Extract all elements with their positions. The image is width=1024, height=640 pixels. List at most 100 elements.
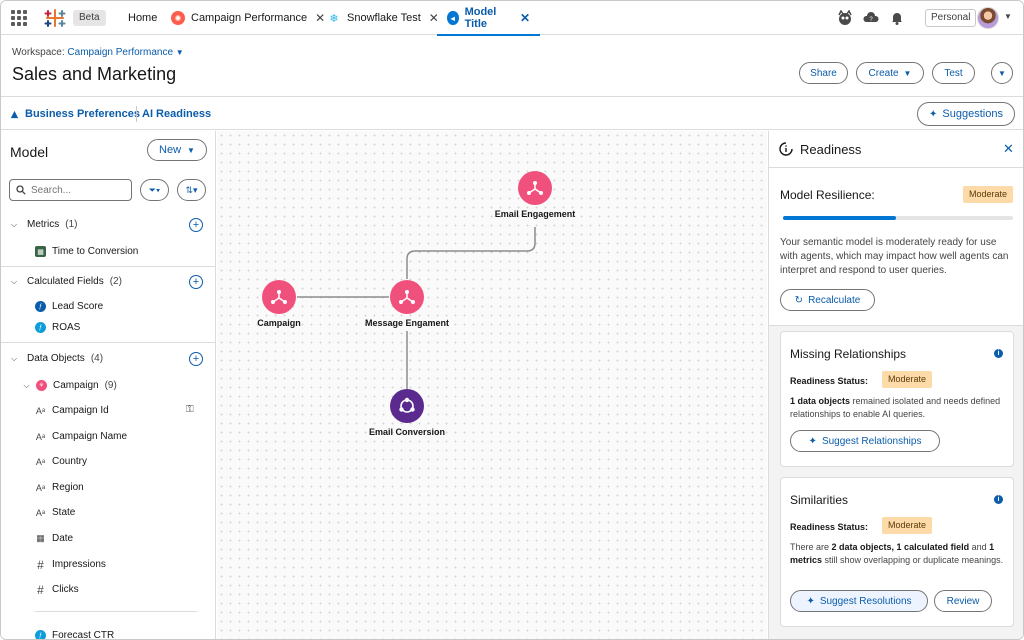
readiness-status-label: Readiness Status: bbox=[790, 522, 869, 532]
status-badge: Moderate bbox=[963, 186, 1014, 203]
share-label: Share bbox=[810, 67, 837, 79]
calculated-field-icon: ƒ bbox=[35, 301, 46, 312]
tab-campaign-performance[interactable]: ✺ Campaign Performance ✕ bbox=[171, 1, 325, 35]
add-data-object-button[interactable]: + bbox=[189, 352, 203, 366]
desc-text: There are bbox=[790, 542, 832, 552]
search-box[interactable] bbox=[9, 179, 132, 201]
item-label: State bbox=[52, 507, 76, 518]
suggestions-label: Suggestions bbox=[942, 108, 1003, 120]
workspace-value[interactable]: Campaign Performance bbox=[67, 47, 174, 58]
model-panel: Model New ▼ ⏷▾ ⇅▾ ⌵ Metrics (1) + ▦ Time… bbox=[1, 131, 216, 639]
node-email-engagement[interactable]: Email Engagement bbox=[485, 171, 585, 219]
notification-bell-icon[interactable] bbox=[889, 10, 905, 26]
chevron-down-icon: ▼ bbox=[903, 68, 912, 78]
data-object-icon bbox=[390, 389, 424, 423]
section-count: (1) bbox=[65, 219, 78, 230]
data-object-campaign[interactable]: ⌵ ⚘ Campaign (9) bbox=[21, 380, 117, 391]
personal-badge[interactable]: Personal bbox=[925, 9, 977, 27]
item-label: Country bbox=[52, 456, 88, 467]
calculated-field-icon: ƒ bbox=[35, 322, 46, 333]
sparkle-icon: ✦ bbox=[929, 108, 938, 120]
workspace-link[interactable]: Campaign Performance ▼ bbox=[67, 47, 183, 58]
desc-bold: 1 metrics bbox=[790, 542, 995, 565]
create-button[interactable]: Create ▼ bbox=[856, 62, 924, 84]
help-cloud-icon[interactable]: ? bbox=[863, 10, 879, 26]
more-actions-button[interactable]: ▼ bbox=[991, 62, 1013, 84]
app-launcher-icon[interactable] bbox=[11, 10, 27, 26]
data-object-icon bbox=[518, 171, 552, 205]
node-campaign[interactable]: Campaign bbox=[239, 280, 319, 328]
user-avatar[interactable] bbox=[977, 7, 999, 29]
search-input[interactable] bbox=[31, 184, 121, 196]
filter-icon: ⏷▾ bbox=[148, 184, 161, 195]
suggest-resolutions-button[interactable]: ✦ Suggest Resolutions bbox=[790, 590, 928, 612]
tab-snowflake-test[interactable]: ❄ Snowflake Test ✕ bbox=[327, 1, 439, 35]
list-item[interactable]: ƒ ROAS bbox=[35, 322, 80, 333]
sort-button[interactable]: ⇅▾ bbox=[177, 179, 206, 201]
close-icon[interactable]: ✕ bbox=[315, 11, 326, 25]
review-button[interactable]: Review bbox=[934, 590, 992, 612]
status-badge: Moderate bbox=[882, 517, 933, 534]
model-canvas[interactable]: Email Engagement Campaign Message Engame… bbox=[217, 131, 767, 639]
item-label: Region bbox=[52, 482, 84, 493]
field-item[interactable]: # Impressions bbox=[35, 558, 106, 572]
tab-model-title[interactable]: ◂ Model Title ✕ bbox=[437, 1, 540, 36]
chevron-down-icon: ▼ bbox=[998, 68, 1006, 78]
readiness-status-label: Readiness Status: bbox=[790, 376, 869, 386]
ai-readiness-label: AI Readiness bbox=[142, 108, 212, 120]
item-label: Impressions bbox=[52, 559, 106, 570]
close-icon[interactable]: ✕ bbox=[1003, 141, 1014, 156]
close-icon[interactable]: ✕ bbox=[428, 11, 439, 25]
page-title: Sales and Marketing bbox=[12, 64, 177, 84]
desc-text: still show overlapping or duplicate mean… bbox=[822, 555, 1004, 565]
button-label: Suggest Resolutions bbox=[819, 595, 912, 607]
relationship-line[interactable] bbox=[406, 227, 536, 279]
filter-button[interactable]: ⏷▾ bbox=[140, 179, 169, 201]
field-item[interactable]: # Clicks bbox=[35, 583, 79, 597]
create-label: Create bbox=[868, 67, 899, 79]
test-button[interactable]: Test bbox=[932, 62, 975, 84]
add-metric-button[interactable]: + bbox=[189, 218, 203, 232]
info-icon[interactable]: i bbox=[994, 349, 1003, 358]
tab-home[interactable]: Home bbox=[128, 1, 157, 35]
node-email-conversion[interactable]: Email Conversion bbox=[357, 389, 457, 437]
button-label: Suggest Relationships bbox=[821, 435, 922, 447]
relationship-lines bbox=[297, 227, 536, 389]
chevron-down-icon[interactable]: ▼ bbox=[1004, 12, 1012, 21]
tableau-logo-icon bbox=[44, 9, 66, 27]
new-button[interactable]: New ▼ bbox=[147, 139, 207, 161]
list-item[interactable]: ▦ Time to Conversion bbox=[35, 246, 138, 257]
suggestions-button[interactable]: ✦ Suggestions bbox=[917, 102, 1015, 126]
suggest-relationships-button[interactable]: ✦ Suggest Relationships bbox=[790, 430, 940, 452]
chevron-down-icon[interactable]: ▼ bbox=[175, 48, 184, 57]
close-icon[interactable]: ✕ bbox=[519, 11, 530, 25]
key-icon[interactable]: ⚿ bbox=[186, 404, 194, 415]
node-label: Email Conversion bbox=[368, 427, 446, 437]
node-message-engament[interactable]: Message Engament bbox=[357, 280, 457, 328]
calculated-fields-section-header[interactable]: ⌵ Calculated Fields (2) bbox=[11, 276, 122, 287]
resilience-description: Your semantic model is moderately ready … bbox=[780, 237, 1009, 276]
data-objects-section-header[interactable]: ⌵ Data Objects (4) bbox=[11, 353, 103, 364]
ai-readiness-link[interactable]: AI Readiness bbox=[142, 108, 211, 120]
field-item[interactable]: ƒ Forecast CTR bbox=[35, 630, 114, 639]
metric-icon: ▦ bbox=[35, 246, 46, 257]
business-preferences-link[interactable]: Business Preferences bbox=[9, 108, 140, 120]
data-object-icon: ⚘ bbox=[36, 380, 47, 391]
add-calculated-field-button[interactable]: + bbox=[189, 275, 203, 289]
calendar-icon: ▦ bbox=[36, 533, 45, 543]
button-label: Review bbox=[946, 595, 980, 607]
recalculate-button[interactable]: ↻ Recalculate bbox=[780, 289, 875, 311]
info-icon[interactable]: i bbox=[994, 495, 1003, 504]
global-header: Beta Home ✺ Campaign Performance ✕ ❄ Sno… bbox=[1, 1, 1023, 36]
node-label: Message Engament bbox=[364, 318, 450, 328]
share-button[interactable]: Share bbox=[799, 62, 848, 84]
metrics-section-header[interactable]: ⌵ Metrics (1) bbox=[11, 219, 77, 230]
list-item[interactable]: ƒ Lead Score bbox=[35, 301, 103, 312]
astro-icon[interactable] bbox=[837, 10, 853, 26]
field-item[interactable]: ▦ Date bbox=[35, 533, 73, 544]
